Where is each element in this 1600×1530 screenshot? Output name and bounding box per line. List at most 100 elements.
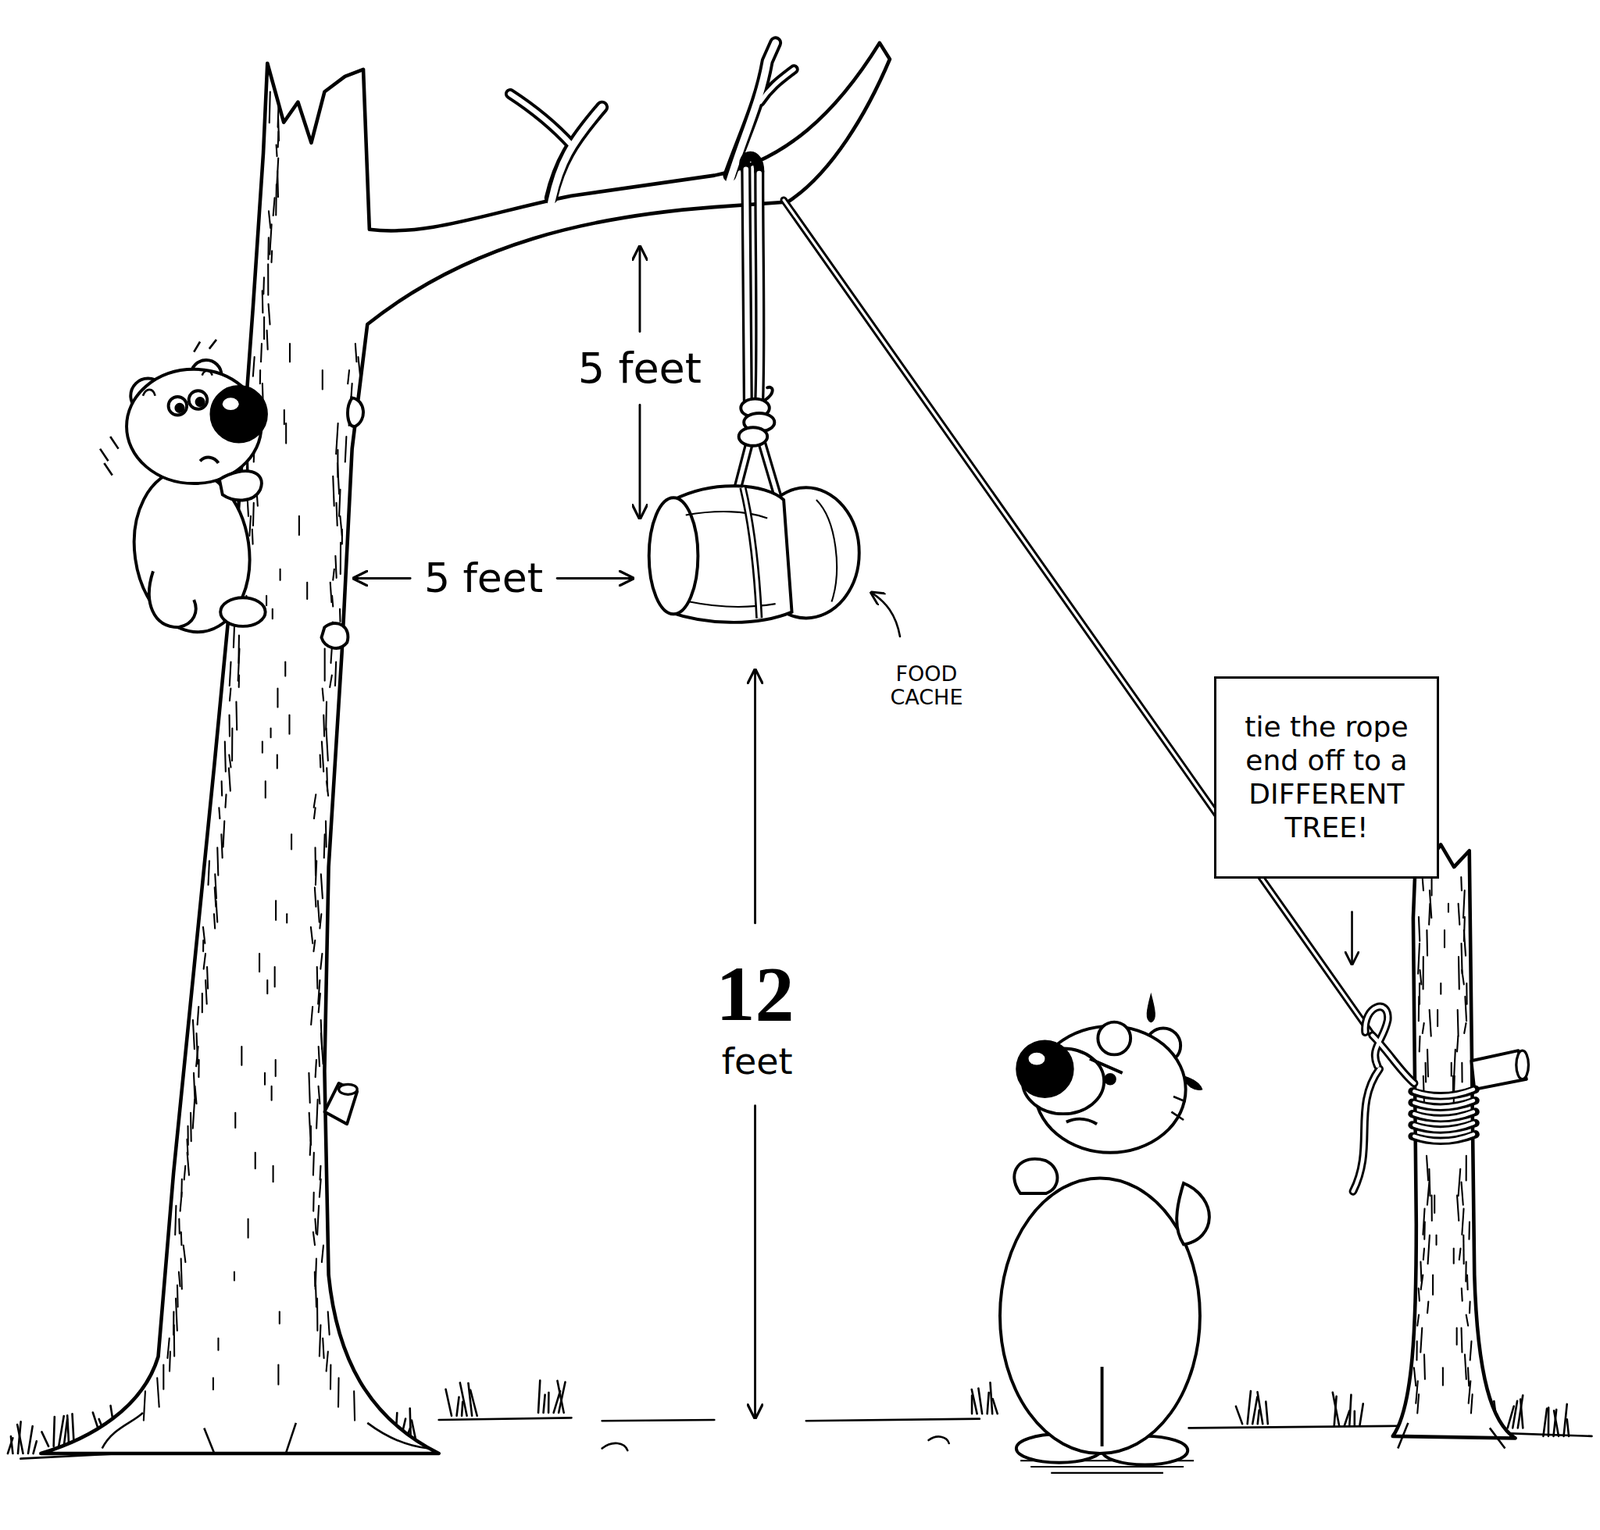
bark-texture: [318, 1086, 321, 1104]
grass-tuft: [971, 1389, 978, 1415]
bark-texture: [321, 1033, 324, 1065]
bark-texture: [272, 1166, 275, 1183]
bark-texture: [192, 1020, 195, 1050]
bark-texture: [1426, 1156, 1429, 1182]
grass-tuft: [1235, 1407, 1243, 1425]
left-tree: [510, 42, 794, 204]
bark-texture: [324, 649, 326, 682]
bark-texture: [254, 1153, 257, 1169]
bark-texture: [189, 1113, 193, 1142]
guy-rope: [783, 200, 1373, 1036]
grass-tuft: [1247, 1391, 1251, 1425]
bark-texture: [323, 834, 326, 858]
left-tree: [40, 42, 890, 1454]
bark-texture: [315, 1060, 317, 1078]
rope-wraps: [1364, 1007, 1388, 1067]
hanging-rope: [759, 173, 761, 400]
bark-texture: [314, 794, 317, 808]
climbing-cub: [100, 339, 364, 649]
bark-texture: [1464, 996, 1467, 1022]
bark-texture: [1417, 996, 1420, 1022]
bark-texture: [183, 1246, 186, 1263]
bark-texture: [335, 662, 336, 686]
bark-texture: [203, 953, 206, 970]
rope-wraps: [1414, 1112, 1474, 1120]
bark-texture: [285, 914, 288, 923]
climbing-cub: [210, 386, 267, 443]
left-tree: [324, 1083, 358, 1125]
bark-texture: [261, 290, 265, 313]
ground: [928, 1436, 950, 1444]
bark-texture: [1425, 930, 1429, 957]
standing-bear: [1066, 1119, 1097, 1125]
bark-texture: [283, 410, 286, 425]
bark-texture: [157, 1378, 159, 1408]
bark-texture: [314, 807, 316, 819]
bark-texture: [332, 476, 334, 507]
climbing-cub: [193, 339, 217, 353]
bark-texture: [1415, 1381, 1418, 1404]
bark-texture: [1460, 1063, 1463, 1083]
bark-texture: [270, 250, 273, 263]
bark-texture: [277, 1364, 279, 1385]
bark-texture: [326, 1351, 329, 1372]
bark-texture: [1458, 1169, 1461, 1197]
bark-texture: [1461, 1182, 1464, 1206]
bark-texture: [321, 741, 324, 772]
bark-texture: [345, 436, 347, 463]
bark-texture: [332, 596, 333, 608]
bark-texture: [221, 781, 224, 796]
grass-tuft: [41, 1432, 49, 1447]
left-tree: [729, 42, 776, 183]
bark-texture: [337, 1378, 340, 1408]
bark-texture: [314, 1272, 316, 1287]
grass-tuft: [28, 1426, 33, 1454]
rope-wraps: [1412, 1134, 1476, 1142]
bark-texture: [316, 967, 319, 990]
bark-texture: [1414, 877, 1473, 1414]
bark-texture: [1420, 1262, 1422, 1283]
food-cache: [685, 500, 837, 608]
bark-texture: [332, 569, 335, 581]
bark-texture: [358, 357, 361, 377]
grass-tuft: [1349, 1395, 1351, 1427]
bark-texture: [314, 887, 317, 908]
bark-texture: [1460, 877, 1463, 891]
climbing-cub: [189, 390, 208, 410]
bark-texture: [265, 596, 268, 607]
climbing-cub: [196, 398, 204, 406]
rope-wraps: [1364, 1007, 1388, 1067]
bark-texture: [260, 343, 263, 362]
bark-texture: [162, 1364, 165, 1390]
bark-texture: [1465, 1156, 1468, 1182]
bark-texture: [353, 1391, 356, 1421]
bark-texture: [264, 1073, 266, 1086]
bark-texture: [1422, 957, 1425, 990]
climbing-cub: [200, 457, 219, 464]
bark-texture: [275, 1060, 277, 1077]
bark-texture: [208, 860, 210, 886]
bark-texture: [223, 821, 225, 847]
left-tree: [760, 69, 794, 103]
bark-texture: [314, 1219, 316, 1235]
rope-wraps: [1412, 1112, 1476, 1120]
rope-wraps: [1414, 1123, 1474, 1131]
bark-texture: [1421, 1275, 1424, 1291]
bark-texture: [320, 953, 322, 970]
rope-wraps: [1414, 1089, 1474, 1097]
bark-texture: [268, 303, 271, 325]
bark-texture: [1470, 1341, 1472, 1361]
bark-texture: [335, 556, 336, 579]
bark-texture: [347, 370, 350, 384]
bark-texture: [197, 1060, 200, 1078]
ground: [602, 1420, 715, 1422]
grass-tuft: [543, 1395, 546, 1414]
grass-tuft: [1252, 1397, 1258, 1425]
grass-tuft: [538, 1380, 540, 1413]
bark-texture: [192, 1100, 195, 1129]
hanging-rope: [739, 427, 768, 447]
dimension-arrow: [753, 1106, 757, 1419]
food-cache: [649, 485, 860, 623]
callout-text: tie the rope end off to a DIFFERENT TREE…: [1242, 710, 1410, 846]
hanging-rope: [746, 169, 749, 407]
